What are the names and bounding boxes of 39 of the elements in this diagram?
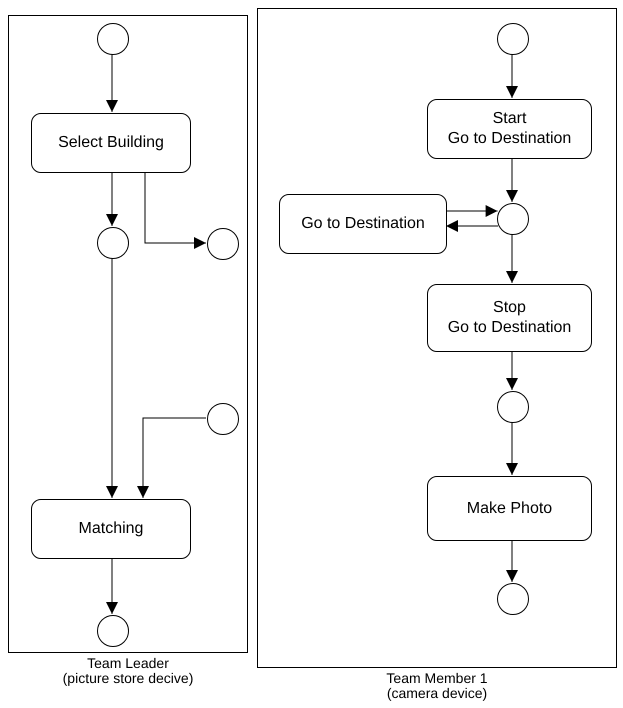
- arrow: [106, 172, 118, 226]
- arrow: [446, 220, 499, 232]
- activity-label: Make Photo: [466, 498, 552, 518]
- arrow: [446, 205, 498, 217]
- activity-label: Go to Destination: [301, 214, 425, 234]
- swimlane-label: (camera device): [386, 686, 488, 701]
- activity-label: Start Go to Destination: [448, 109, 572, 149]
- swimlane-label: (picture store decive): [62, 671, 194, 686]
- arrow: [137, 418, 206, 498]
- arrow: [506, 350, 518, 390]
- arrow: [506, 158, 518, 202]
- arrow: [106, 258, 118, 498]
- activity-box: [279, 194, 447, 254]
- activity-label: Select Building: [58, 133, 164, 153]
- arrow: [506, 54, 518, 98]
- state-circle: [97, 23, 129, 55]
- activity-box: [31, 499, 191, 559]
- swimlane-label: Team Member 1: [386, 671, 488, 686]
- state-circle: [97, 227, 129, 259]
- activity-box: [427, 284, 592, 352]
- state-circle: [497, 583, 529, 615]
- arrow: [144, 172, 206, 249]
- state-circle: [497, 23, 529, 55]
- arrow: [506, 234, 518, 284]
- activity-box: [31, 113, 191, 173]
- activity-box: [427, 476, 592, 541]
- swimlane-label: Team Leader: [87, 656, 169, 671]
- state-circle: [97, 615, 129, 647]
- activity-label: Stop Go to Destination: [448, 298, 572, 338]
- state-circle: [497, 203, 529, 235]
- state-circle: [207, 228, 239, 260]
- arrow: [506, 540, 518, 582]
- state-circle: [497, 391, 529, 423]
- arrow: [106, 558, 118, 614]
- activity-box: [427, 99, 592, 159]
- activity-label: Matching: [78, 519, 144, 539]
- arrow: [506, 422, 518, 476]
- state-circle: [207, 403, 239, 435]
- arrow: [106, 54, 118, 112]
